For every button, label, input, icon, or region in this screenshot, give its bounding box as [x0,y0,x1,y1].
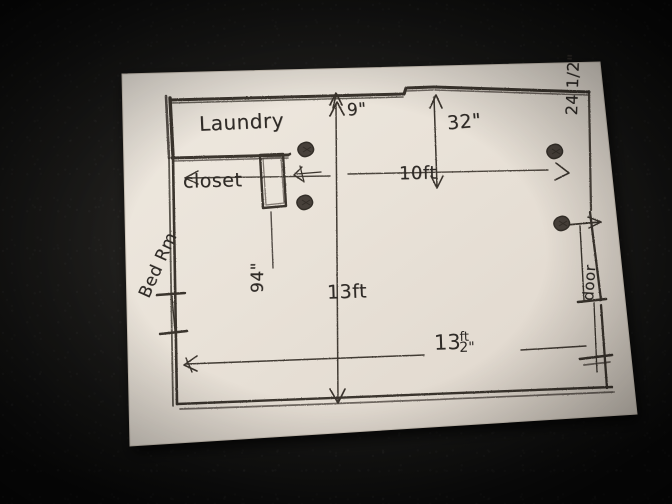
paper-sheet [121,61,638,447]
